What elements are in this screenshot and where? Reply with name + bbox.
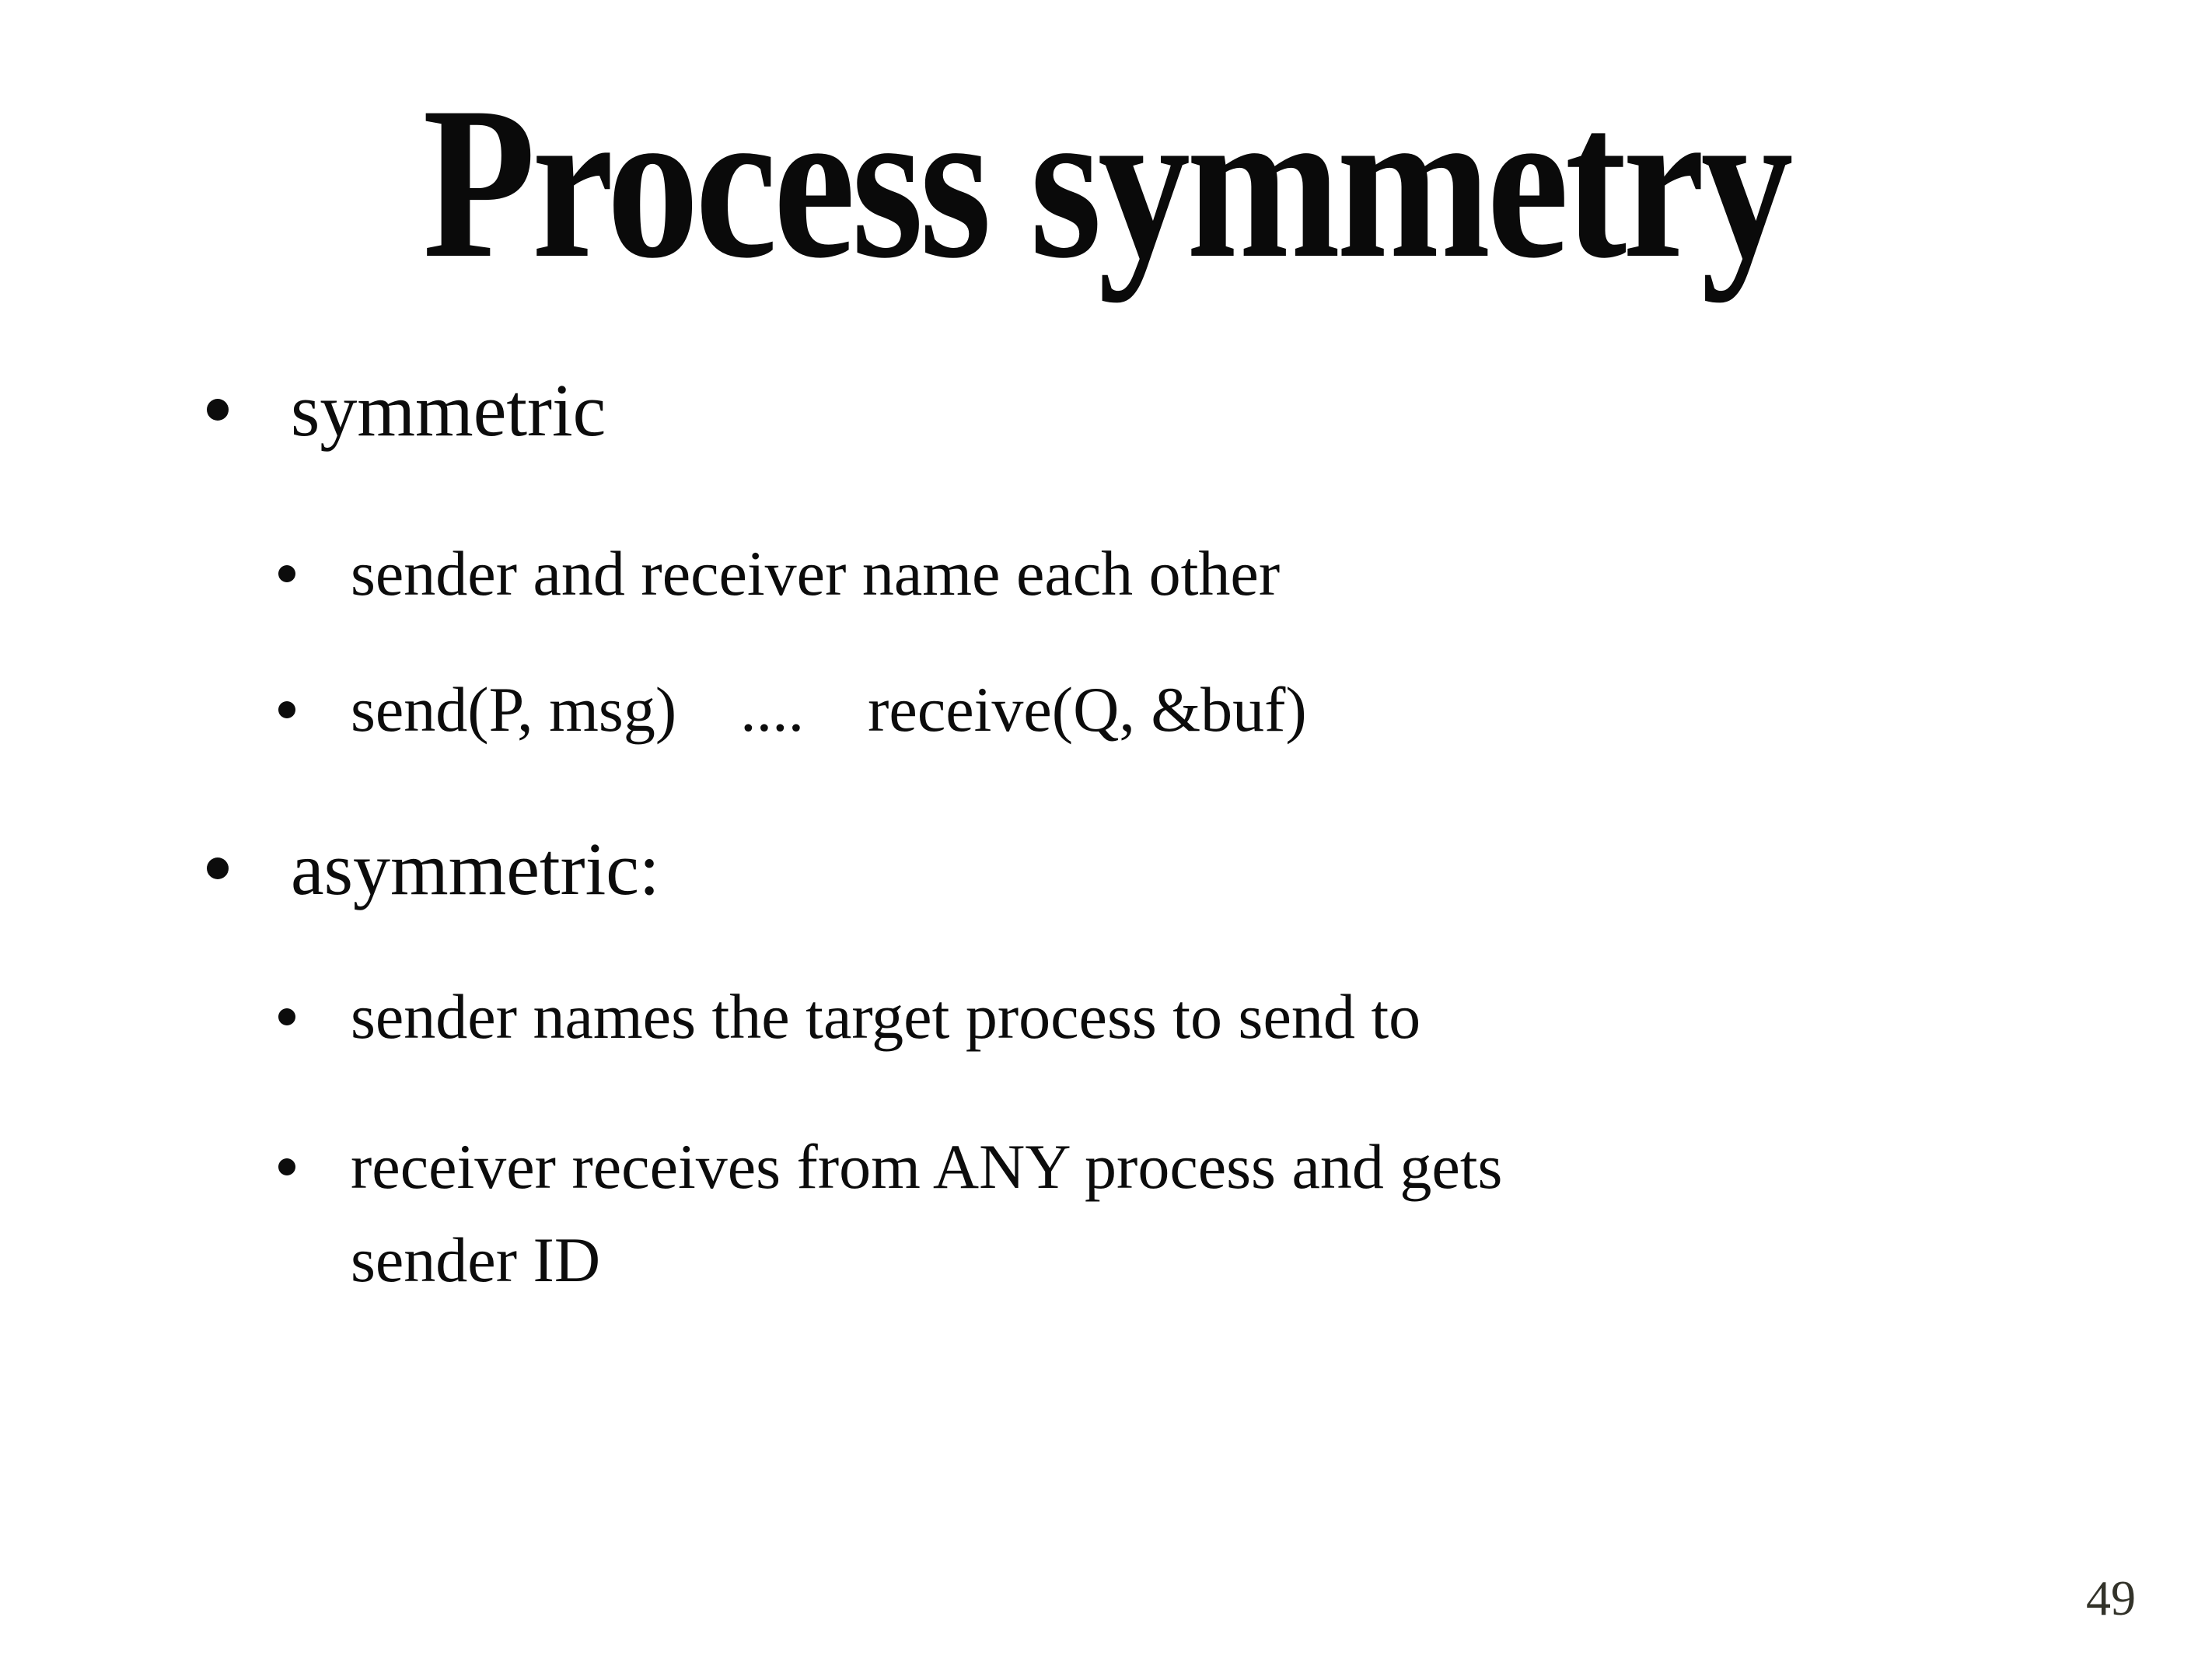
- bullet-item-symmetric: symmetric: [207, 365, 606, 455]
- bullet-icon: [278, 565, 295, 582]
- bullet-icon: [278, 701, 295, 718]
- bullet-icon: [278, 1008, 295, 1025]
- bullet-item-asymmetric: asymmetric:: [207, 824, 660, 913]
- slide-title: Process symmetry: [422, 61, 1794, 303]
- bullet-item-receiver-receives-any: receiver receives from ANY process and g…: [278, 1120, 1911, 1307]
- bullet-icon: [207, 857, 229, 879]
- bullet-text: sender and receiver name each other: [351, 538, 1281, 609]
- bullet-icon: [207, 399, 229, 421]
- page-number: 49: [2086, 1570, 2136, 1626]
- bullet-text: send(P, msg) .... receive(Q, &buf): [351, 674, 1307, 745]
- bullet-item-sender-receiver-name: sender and receiver name each other: [278, 527, 1280, 620]
- bullet-icon: [278, 1158, 295, 1175]
- bullet-text: sender names the target process to send …: [351, 981, 1421, 1052]
- bullet-text: symmetric: [291, 368, 606, 452]
- bullet-text: receiver receives from ANY process and g…: [351, 1131, 1503, 1295]
- bullet-item-send-receive-code: send(P, msg) .... receive(Q, &buf): [278, 663, 1307, 756]
- bullet-text: asymmetric:: [291, 827, 660, 910]
- bullet-item-sender-names-target: sender names the target process to send …: [278, 970, 1421, 1064]
